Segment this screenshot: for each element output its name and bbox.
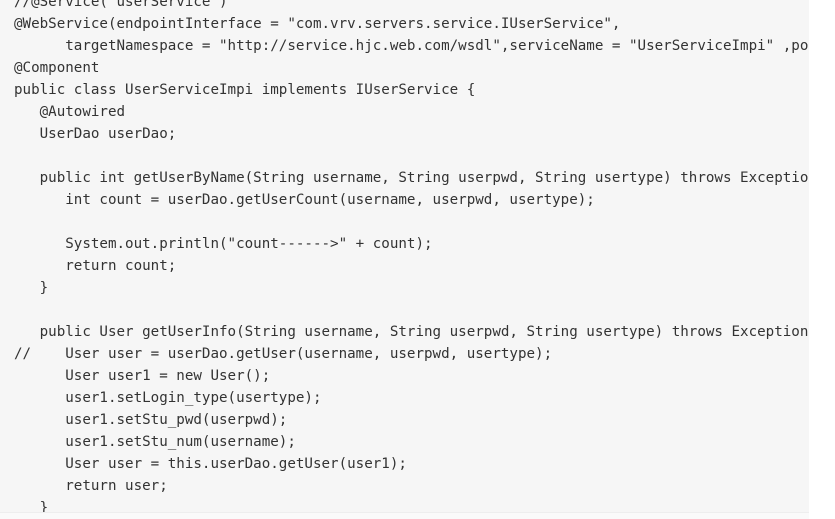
code-line: User user1 = new User(); bbox=[14, 368, 271, 384]
code-content: //@Service("userService") @WebService(end… bbox=[14, 0, 809, 518]
code-line: System.out.println("count------>" + coun… bbox=[14, 236, 433, 252]
code-line: @Autowired bbox=[14, 104, 126, 120]
code-line bbox=[14, 145, 809, 167]
code-line bbox=[14, 211, 809, 233]
code-line: // User user = userDao.getUser(username,… bbox=[14, 346, 553, 362]
code-line: public class UserServiceImpi implements … bbox=[14, 82, 476, 98]
code-line: public User getUserInfo(String username,… bbox=[14, 324, 809, 340]
code-line: @Component bbox=[14, 60, 100, 76]
code-line: } bbox=[14, 500, 49, 516]
code-line: user1.setStu_num(username); bbox=[14, 434, 296, 450]
code-line: return user; bbox=[14, 478, 168, 494]
code-line: User user = this.userDao.getUser(user1); bbox=[14, 456, 407, 472]
code-line: public int getUserByName(String username… bbox=[14, 170, 809, 186]
code-line: targetNamespace = "http://service.hjc.we… bbox=[65, 38, 809, 54]
code-line: //@Service("userService") bbox=[14, 0, 228, 10]
code-line: user1.setStu_pwd(userpwd); bbox=[14, 412, 288, 428]
code-line: int count = userDao.getUserCount(usernam… bbox=[14, 192, 595, 208]
page-margin bbox=[809, 0, 835, 518]
code-line: @WebService(endpointInterface = "com.vrv… bbox=[14, 16, 621, 32]
code-line: UserDao userDao; bbox=[14, 126, 177, 142]
code-line: user1.setLogin_type(usertype); bbox=[14, 390, 322, 406]
horizontal-scroll-area[interactable] bbox=[0, 512, 809, 519]
code-line bbox=[14, 299, 809, 321]
code-line: return count; bbox=[14, 258, 177, 274]
code-line: } bbox=[14, 280, 49, 296]
code-block: //@Service("userService") @WebService(end… bbox=[14, 0, 809, 518]
